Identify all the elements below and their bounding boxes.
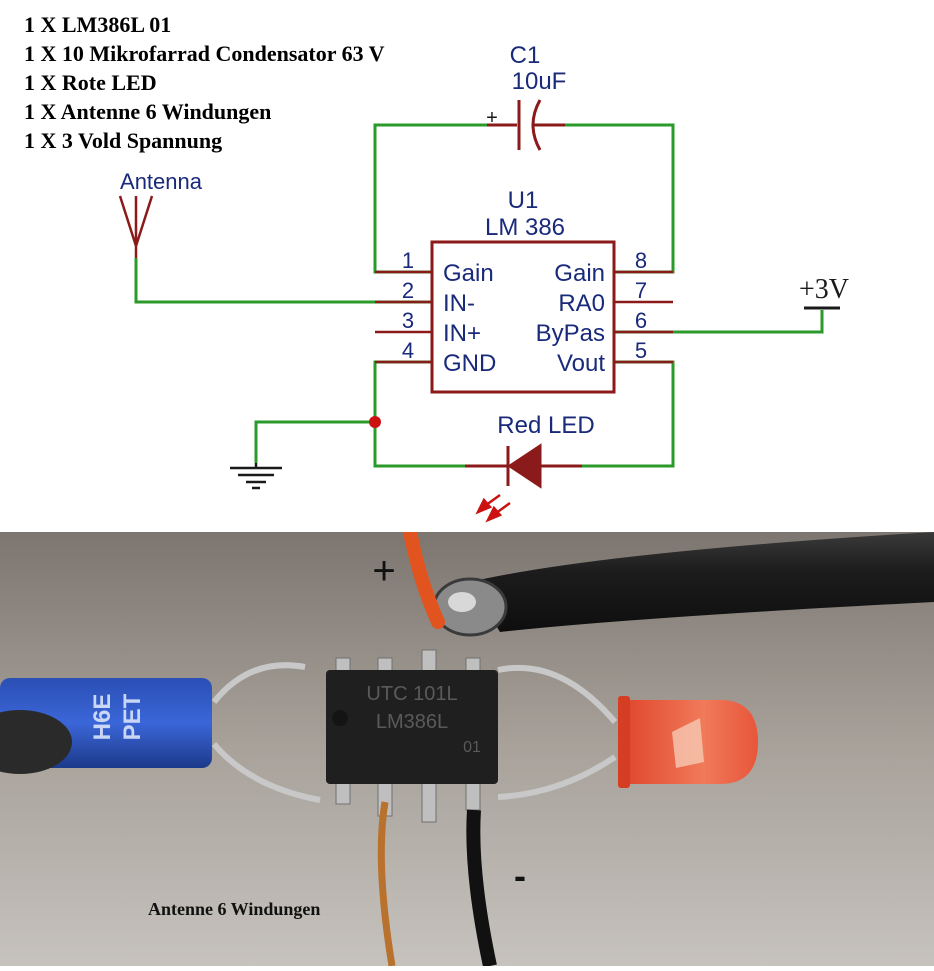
led-lead xyxy=(497,664,618,724)
pin-number: 3 xyxy=(402,308,414,333)
pin-name: ByPas xyxy=(536,320,605,347)
chip-notch xyxy=(332,710,348,726)
capacitor-value: 10uF xyxy=(512,68,567,95)
ic-part-name: LM 386 xyxy=(485,214,565,241)
power-label: +3V xyxy=(799,274,849,305)
pin-name: Gain xyxy=(554,260,605,287)
circuit-svg: + xyxy=(118,42,849,523)
pin-number: 6 xyxy=(635,308,647,333)
led-light-arrows xyxy=(475,493,511,523)
pin-number: 1 xyxy=(402,248,414,273)
wire-pin4-to-ground xyxy=(373,360,465,468)
chip-print: LM386L xyxy=(376,711,448,733)
parts-list: 1 X LM386L 01 1 X 10 Mikrofarrad Condens… xyxy=(24,10,385,155)
circuit-photo: H6E PET UTC 101L LM386L 01 xyxy=(0,525,934,968)
led-lead xyxy=(497,754,617,800)
capacitor-print: PET xyxy=(119,693,146,740)
wire-led-to-pin5 xyxy=(582,360,675,468)
junction-dot xyxy=(369,416,381,428)
ic-ref: U1 xyxy=(508,187,539,214)
wire-capacitor-to-pin8 xyxy=(565,123,675,274)
wire-antenna-to-pin2 xyxy=(134,258,432,304)
parts-list-item: 1 X Rote LED xyxy=(24,70,157,95)
parts-list-item: 1 X 10 Mikrofarrad Condensator 63 V xyxy=(24,41,385,66)
solder-highlight xyxy=(448,592,476,612)
capacitor-print: H6E xyxy=(89,694,116,741)
antenna-symbol xyxy=(118,195,154,258)
led-reflection xyxy=(672,718,704,768)
wire-ground-stub xyxy=(254,420,375,463)
photo-svg: H6E PET UTC 101L LM386L 01 xyxy=(0,525,934,968)
positive-wire xyxy=(403,525,445,629)
ground-symbol xyxy=(230,463,282,490)
pin-name: Gain xyxy=(443,260,494,287)
pin-name: IN+ xyxy=(443,320,481,347)
plus-label: + xyxy=(372,549,395,593)
chip-body xyxy=(326,670,498,784)
pin-name: RA0 xyxy=(558,290,605,317)
parts-list-item: 1 X LM386L 01 xyxy=(24,12,172,37)
clip-jaw xyxy=(0,710,72,774)
pin-name: GND xyxy=(443,350,496,377)
chip-print: UTC 101L xyxy=(366,683,457,705)
pin-number: 2 xyxy=(402,278,414,303)
pin-name: Vout xyxy=(557,350,605,377)
black-cable xyxy=(470,532,934,632)
pin-number: 7 xyxy=(635,278,647,303)
antenna-caption: Antenne 6 Windungen xyxy=(148,899,320,919)
pin-number: 8 xyxy=(635,248,647,273)
chip-print: 01 xyxy=(463,739,481,756)
capacitor-lead xyxy=(211,662,306,704)
antenna-label: Antenna xyxy=(120,169,203,194)
wires xyxy=(134,123,824,468)
pin-number: 4 xyxy=(402,338,414,363)
led-symbol xyxy=(465,443,582,489)
led-rim xyxy=(618,696,630,788)
parts-list-item: 1 X Antenne 6 Windungen xyxy=(24,99,272,124)
wire-pin6-to-power xyxy=(614,310,824,334)
led-label: Red LED xyxy=(497,412,594,439)
parts-list-item: 1 X 3 Vold Spannung xyxy=(24,128,223,153)
capacitor-ref: C1 xyxy=(510,42,541,69)
schematic-diagram: 1 X LM386L 01 1 X 10 Mikrofarrad Condens… xyxy=(24,10,850,523)
chip-legs-top xyxy=(335,649,481,673)
ic-pins xyxy=(375,270,673,364)
pin-number: 5 xyxy=(635,338,647,363)
minus-label: - xyxy=(514,855,526,896)
ic-body xyxy=(430,240,616,394)
capacitor-plus-sign: + xyxy=(486,107,498,129)
capacitor-symbol xyxy=(487,99,565,151)
antenna-wire xyxy=(377,801,396,967)
pin-name: IN- xyxy=(443,290,475,317)
capacitor-lead xyxy=(211,742,321,803)
negative-wire xyxy=(466,809,497,968)
